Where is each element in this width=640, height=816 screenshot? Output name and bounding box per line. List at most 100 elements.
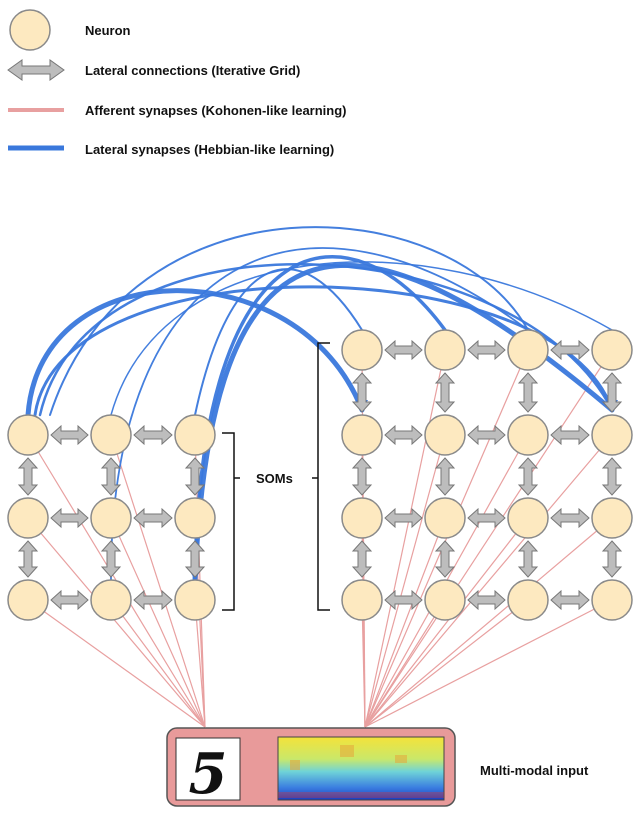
neuron-right-map: [341, 329, 383, 371]
double-arrow-icon: [467, 424, 506, 446]
neuron-left-map: [90, 579, 132, 621]
right-bracket: [317, 342, 330, 611]
neurons: [7, 329, 633, 621]
lateral-synapse: [192, 262, 615, 583]
double-arrow-icon: [50, 424, 89, 446]
double-arrow-icon: [434, 372, 456, 413]
legend-lateral-connections-label: Lateral connections (Iterative Grid): [85, 63, 300, 78]
double-arrow-icon: [517, 540, 539, 578]
digit-image: [175, 737, 241, 801]
double-arrow-icon: [133, 589, 173, 611]
neuron-right-map: [507, 414, 549, 456]
neuron-right-map: [341, 497, 383, 539]
neuron-right-map: [507, 579, 549, 621]
double-arrow-icon: [550, 424, 590, 446]
double-arrow-icon: [434, 457, 456, 496]
neuron-left-map: [90, 497, 132, 539]
legend-neuron-label: Neuron: [85, 23, 131, 38]
afferent-synapse: [364, 517, 529, 728]
neuron-right-map: [424, 497, 466, 539]
double-arrow-icon: [17, 540, 39, 578]
afferent-synapse: [364, 599, 446, 728]
neuron-right-map: [591, 414, 633, 456]
legend: Neuron Lateral connections (Iterative Gr…: [7, 9, 347, 157]
double-arrow-icon: [184, 457, 206, 496]
lateral-synapse: [38, 263, 614, 417]
afferent-synapse: [110, 599, 206, 728]
legend-lateral-synapses-label: Lateral synapses (Hebbian-like learning): [85, 142, 334, 157]
double-arrow-icon: [351, 457, 373, 496]
neuron-left-map: [174, 497, 216, 539]
afferent-synapse: [364, 349, 613, 728]
neuron-right-map: [591, 497, 633, 539]
double-arrow-icon: [550, 339, 590, 361]
double-arrow-icon: [601, 540, 623, 578]
afferent-synapse: [110, 517, 206, 728]
multimodal-input-box: 5: [166, 727, 456, 807]
neuron-right-map: [591, 329, 633, 371]
afferent-synapse: [364, 517, 446, 728]
lateral-synapse: [110, 261, 613, 416]
double-arrow-icon: [550, 507, 590, 529]
afferent-synapse: [27, 599, 206, 728]
neuron-right-map: [507, 497, 549, 539]
afferent-synapse: [364, 599, 613, 728]
afferent-synapse: [110, 434, 206, 728]
double-arrow-icon: [517, 457, 539, 496]
double-arrow-icon: [351, 372, 373, 413]
double-arrow-icon: [50, 589, 89, 611]
double-arrow-icon: [7, 59, 65, 81]
double-arrow-icon: [601, 372, 623, 413]
neuron-left-map: [174, 414, 216, 456]
afferent-synapse: [364, 517, 613, 728]
double-arrow-icon: [384, 424, 423, 446]
left-bracket: [222, 432, 235, 611]
afferent-synapse: [364, 434, 446, 728]
lateral-synapse: [25, 288, 365, 418]
grid-lateral-connections: [17, 339, 623, 611]
lateral-synapse: [110, 247, 529, 581]
double-arrow-icon: [601, 457, 623, 496]
neuron-right-map: [424, 414, 466, 456]
double-arrow-icon: [184, 540, 206, 578]
input-label: Multi-modal input: [480, 763, 589, 778]
double-arrow-icon: [351, 540, 373, 578]
neuron-right-map: [507, 329, 549, 371]
legend-afferent-label: Afferent synapses (Kohonen-like learning…: [85, 103, 347, 118]
double-arrow-icon: [550, 589, 590, 611]
double-arrow-icon: [384, 589, 423, 611]
double-arrow-icon: [100, 540, 122, 578]
double-arrow-icon: [467, 339, 506, 361]
neuron-legend-icon: [9, 9, 51, 51]
double-arrow-icon: [434, 540, 456, 578]
double-arrow-icon: [100, 457, 122, 496]
som-brackets: SOMs: [222, 342, 330, 611]
afferent-synapse: [361, 599, 366, 728]
spectrogram-image: [277, 736, 445, 801]
neuron-left-map: [90, 414, 132, 456]
neuron-left-map: [7, 579, 49, 621]
neuron-left-map: [174, 579, 216, 621]
afferent-synapse: [364, 599, 529, 728]
neuron-left-map: [7, 414, 49, 456]
neuron-right-map: [424, 579, 466, 621]
neuron-right-map: [341, 414, 383, 456]
double-arrow-icon: [133, 424, 173, 446]
double-arrow-icon: [133, 507, 173, 529]
afferent-synapse: [364, 434, 613, 728]
double-arrow-icon: [467, 507, 506, 529]
double-arrow-icon: [467, 589, 506, 611]
neuron-right-map: [341, 579, 383, 621]
double-arrow-icon: [384, 339, 423, 361]
neuron-left-map: [7, 497, 49, 539]
afferent-synapse: [27, 517, 206, 728]
double-arrow-icon: [50, 507, 89, 529]
digit-glyph: 5: [189, 741, 228, 807]
afferent-synapse: [364, 349, 446, 728]
neuron-right-map: [424, 329, 466, 371]
neuron-right-map: [591, 579, 633, 621]
afferent-synapse: [194, 599, 206, 728]
double-arrow-icon: [517, 372, 539, 413]
lateral-synapse: [193, 255, 447, 582]
